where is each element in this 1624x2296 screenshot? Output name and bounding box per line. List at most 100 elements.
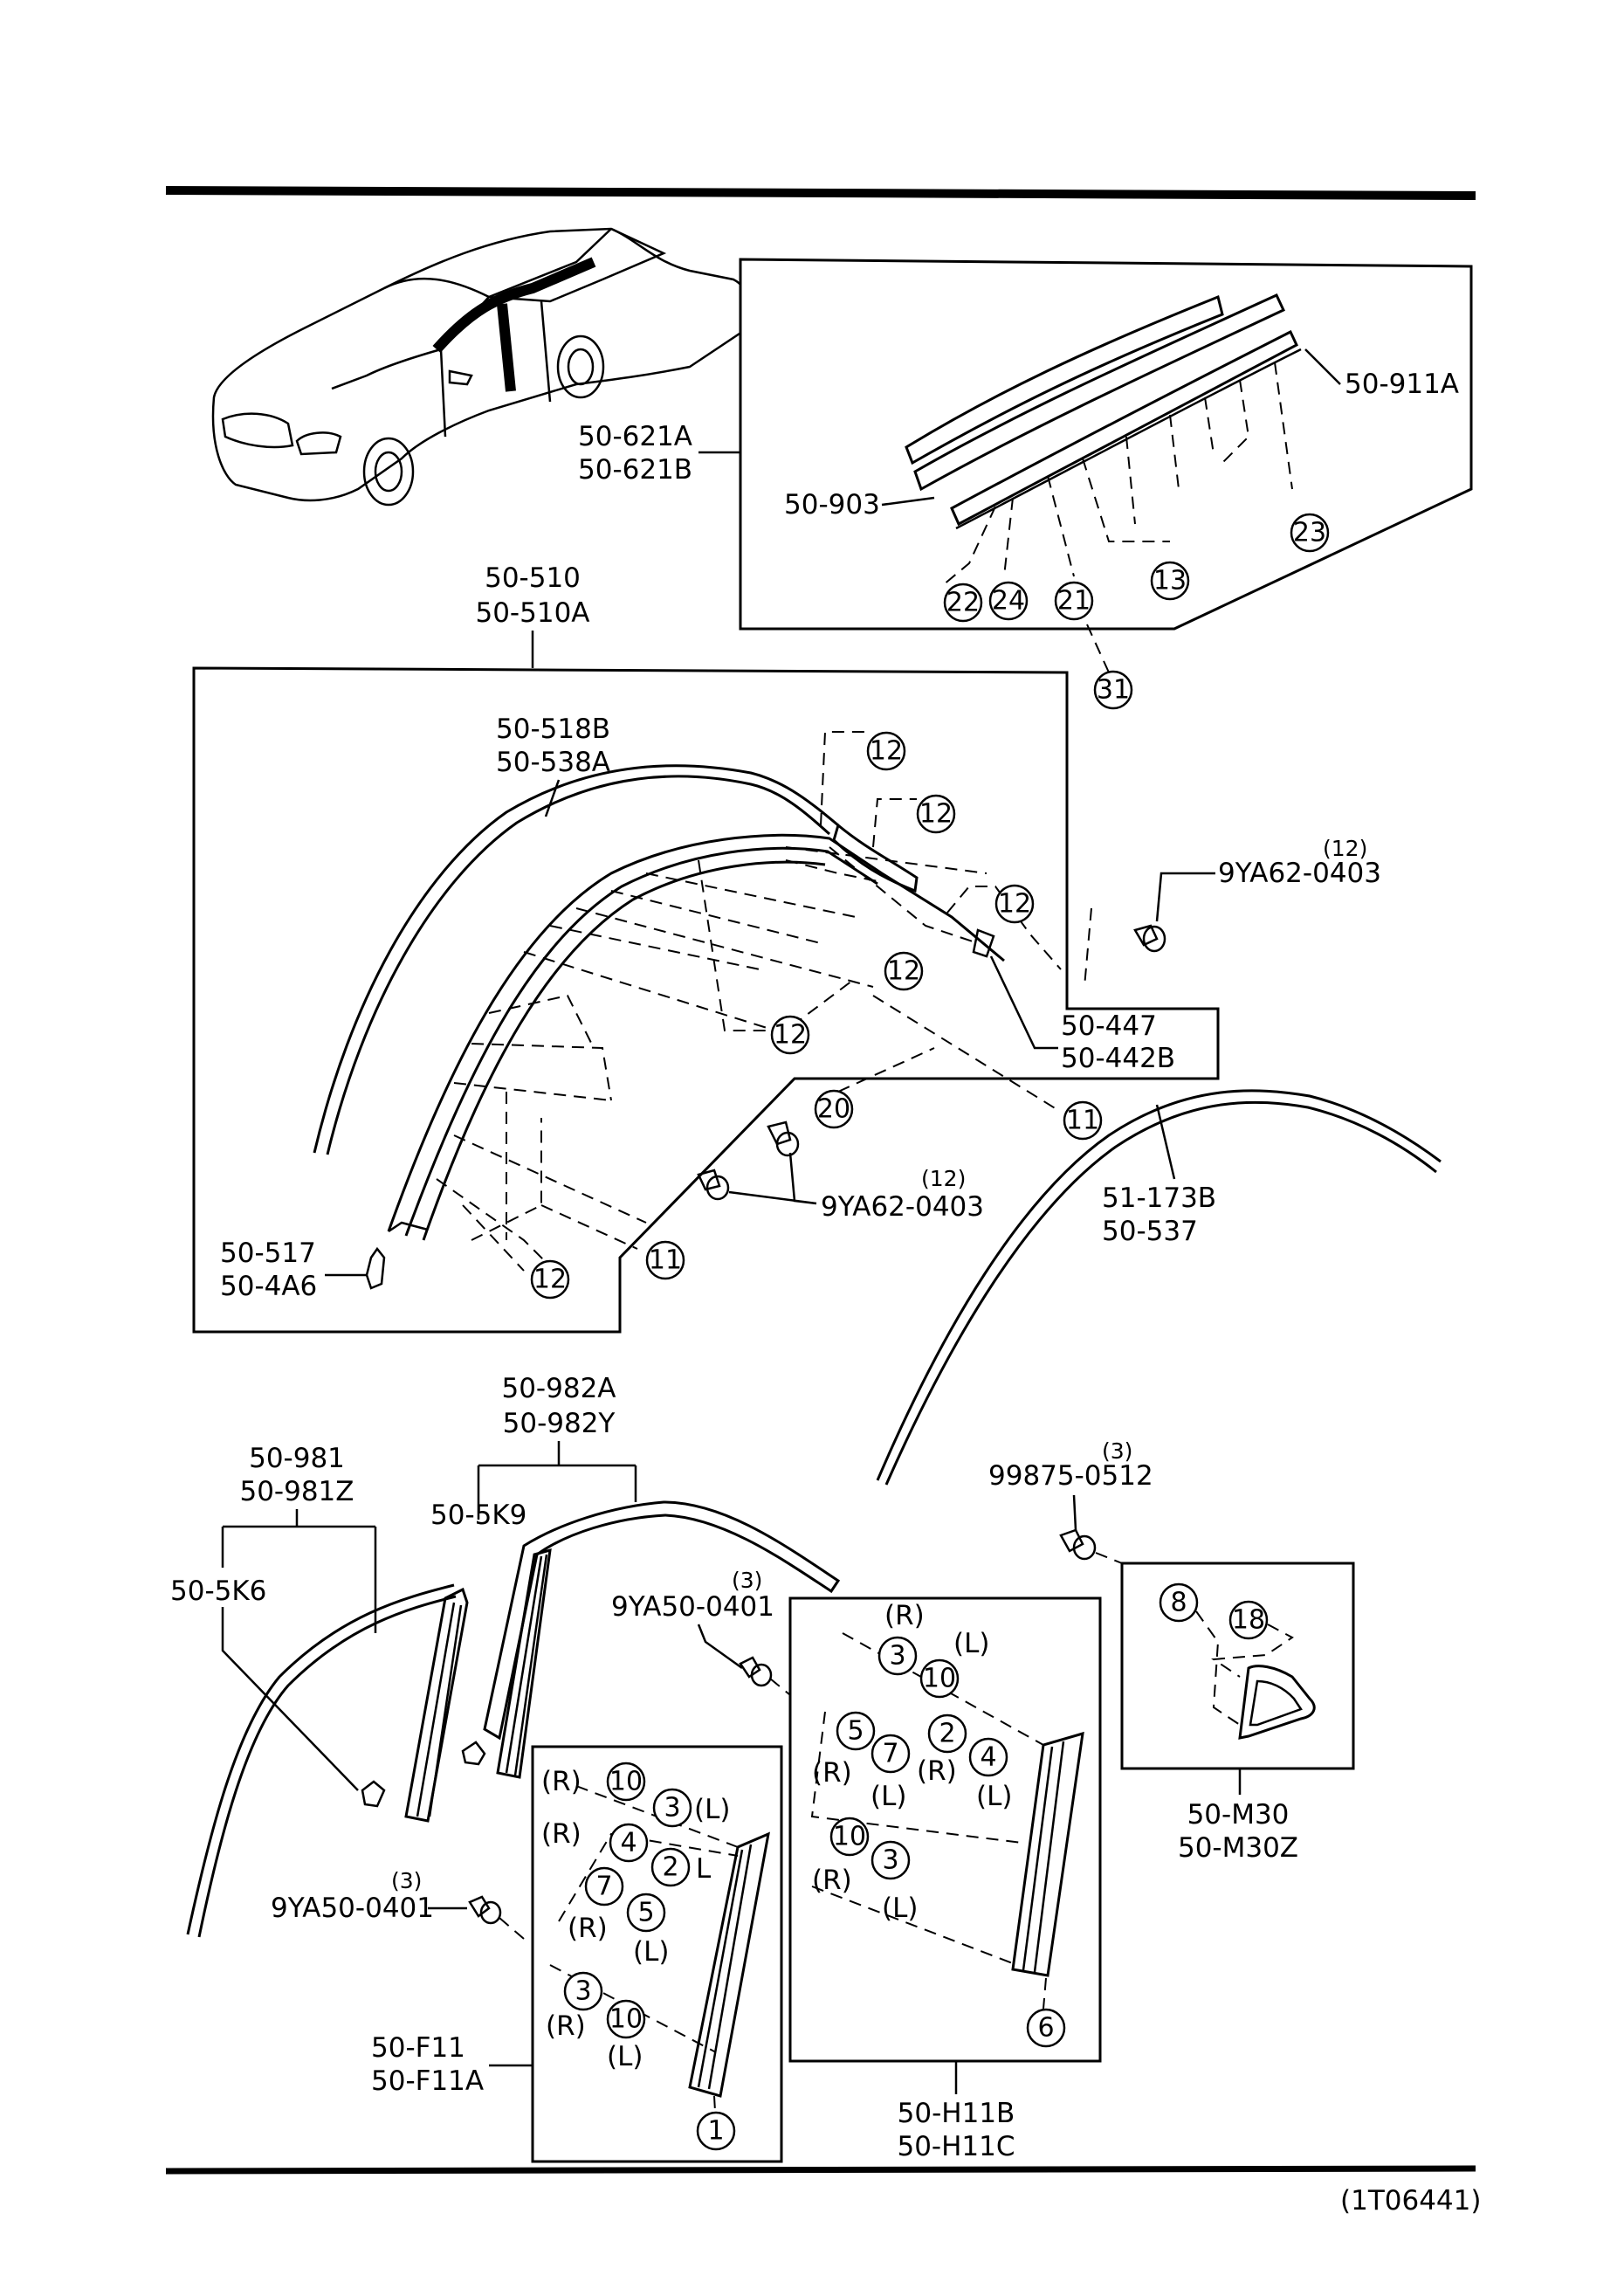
svg-text:10: 10 xyxy=(923,1664,956,1694)
svg-text:5: 5 xyxy=(847,1716,864,1747)
h11-side-L2: (L) xyxy=(870,1781,906,1812)
h11-side-R2: (R) xyxy=(812,1757,852,1789)
bracket-50-982A xyxy=(477,1441,637,1520)
dash-12a xyxy=(820,731,864,826)
circle-12c: 12 xyxy=(994,884,1035,924)
h11-circle-4: 4 xyxy=(968,1737,1008,1777)
bolt-9YA50-b xyxy=(468,1895,525,1940)
f11-side-R1: (R) xyxy=(541,1766,581,1797)
h11-side-R4: (R) xyxy=(812,1865,852,1896)
qty-9YA50-b: (3) xyxy=(391,1868,422,1893)
h11-side-L1: (L) xyxy=(953,1628,989,1659)
svg-text:2: 2 xyxy=(662,1852,678,1883)
h11-circle-10b: 10 xyxy=(829,1817,870,1857)
label-50-M30: 50-M30 xyxy=(1187,1799,1290,1831)
label-50-911A: 50-911A xyxy=(1345,369,1459,400)
svg-text:10: 10 xyxy=(609,1767,643,1797)
clip-fastener-top xyxy=(1084,907,1166,988)
f11-circle-7: 7 xyxy=(584,1866,624,1906)
fender-h11-trim xyxy=(1011,1731,1084,1977)
svg-text:8: 8 xyxy=(1170,1588,1187,1618)
panel-50-F11 xyxy=(531,1745,783,2163)
circle-12e: 12 xyxy=(770,1015,810,1055)
bolt-9YA50-a xyxy=(739,1656,795,1700)
h11-side-R3: (R) xyxy=(917,1755,957,1787)
circle-18: 18 xyxy=(1228,1600,1269,1640)
label-9YA50-a: 9YA50-0401 xyxy=(611,1591,774,1623)
drawing-id: (1T06441) xyxy=(1340,2185,1481,2217)
fender-f11-trim xyxy=(688,1831,770,2098)
leader-9YA50-a xyxy=(697,1624,743,1670)
svg-text:12: 12 xyxy=(998,889,1031,920)
circle-11b: 11 xyxy=(645,1240,685,1280)
bracket-50-981 xyxy=(221,1509,377,1633)
circle-21: 21 xyxy=(1054,581,1094,621)
leader-99875 xyxy=(1072,1494,1077,1531)
clip-fastener-mid xyxy=(697,1120,800,1201)
f11-circle-2: 2 xyxy=(650,1847,691,1887)
panel-50-H11B xyxy=(788,1596,1102,2063)
svg-text:24: 24 xyxy=(992,586,1025,617)
label-50-621B: 50-621B xyxy=(578,454,692,486)
svg-text:3: 3 xyxy=(575,1976,591,2007)
circle-12a: 12 xyxy=(866,731,906,771)
label-9YA62-mid: 9YA62-0403 xyxy=(821,1191,984,1223)
dash-to-31 xyxy=(1086,624,1110,673)
qty-9YA50-a: (3) xyxy=(732,1568,762,1593)
h11-dash-3 xyxy=(811,1886,1018,1966)
svg-text:7: 7 xyxy=(882,1739,898,1769)
f11-dash-2 xyxy=(558,1832,739,1922)
svg-text:12: 12 xyxy=(774,1020,807,1051)
dash-12b xyxy=(872,798,917,848)
h11-circle-3b: 3 xyxy=(870,1840,911,1880)
h11-circle-2: 2 xyxy=(927,1713,967,1754)
quarter-glass-part xyxy=(1238,1665,1316,1740)
svg-text:3: 3 xyxy=(889,1641,905,1672)
label-50-F11A: 50-F11A xyxy=(371,2065,484,2097)
front-pillar-clip xyxy=(361,1780,386,1808)
h11-circle-6: 6 xyxy=(1026,2008,1066,2048)
label-51-173B: 51-173B xyxy=(1102,1182,1216,1214)
label-50-510A: 50-510A xyxy=(475,597,589,629)
h11-dash-2 xyxy=(810,1711,1022,1844)
label-50-903: 50-903 xyxy=(784,489,880,521)
circle-13: 13 xyxy=(1150,561,1190,601)
circle-11a: 11 xyxy=(1063,1100,1103,1141)
svg-text:5: 5 xyxy=(637,1898,654,1928)
f11-circle-10b: 10 xyxy=(606,1999,646,2039)
circle-24: 24 xyxy=(988,581,1029,621)
dash-11b xyxy=(540,1204,638,1250)
label-50-F11: 50-F11 xyxy=(371,2032,465,2064)
label-50-4A6: 50-4A6 xyxy=(220,1271,317,1302)
qty-9YA62-mid: (12) xyxy=(921,1166,966,1191)
label-9YA62-top: 9YA62-0403 xyxy=(1218,858,1381,889)
f11-circle-1: 1 xyxy=(696,2111,736,2151)
svg-text:1: 1 xyxy=(707,2116,724,2147)
svg-text:12: 12 xyxy=(533,1265,567,1295)
label-50-538A: 50-538A xyxy=(496,747,610,778)
label-50-447: 50-447 xyxy=(1061,1010,1157,1042)
leader-50-518B xyxy=(544,779,561,817)
dash-12c xyxy=(946,886,1062,970)
dash-20 xyxy=(837,1047,935,1093)
f11-side-R3: (R) xyxy=(568,1913,608,1944)
svg-text:21: 21 xyxy=(1057,586,1091,617)
car-highlight-pillar xyxy=(497,303,516,392)
label-50-517: 50-517 xyxy=(220,1238,316,1269)
svg-text:12: 12 xyxy=(870,736,903,767)
qty-9YA62-top: (12) xyxy=(1323,836,1367,861)
circle-12d: 12 xyxy=(884,951,924,991)
label-50-442B: 50-442B xyxy=(1061,1043,1175,1074)
svg-text:31: 31 xyxy=(1097,675,1130,706)
label-50-518B: 50-518B xyxy=(496,714,610,745)
leader-9YA62-mid xyxy=(728,1152,817,1205)
svg-text:12: 12 xyxy=(919,799,953,830)
svg-text:13: 13 xyxy=(1153,566,1187,596)
h11-dash-4 xyxy=(1043,1977,1047,2010)
leader-50-447 xyxy=(989,955,1058,1050)
svg-text:3: 3 xyxy=(882,1845,898,1876)
f11-side-L1: (L) xyxy=(694,1794,730,1825)
front-pillar-molding xyxy=(186,1583,455,1935)
circle-20: 20 xyxy=(814,1089,854,1129)
f11-circle-3b: 3 xyxy=(563,1971,603,2011)
